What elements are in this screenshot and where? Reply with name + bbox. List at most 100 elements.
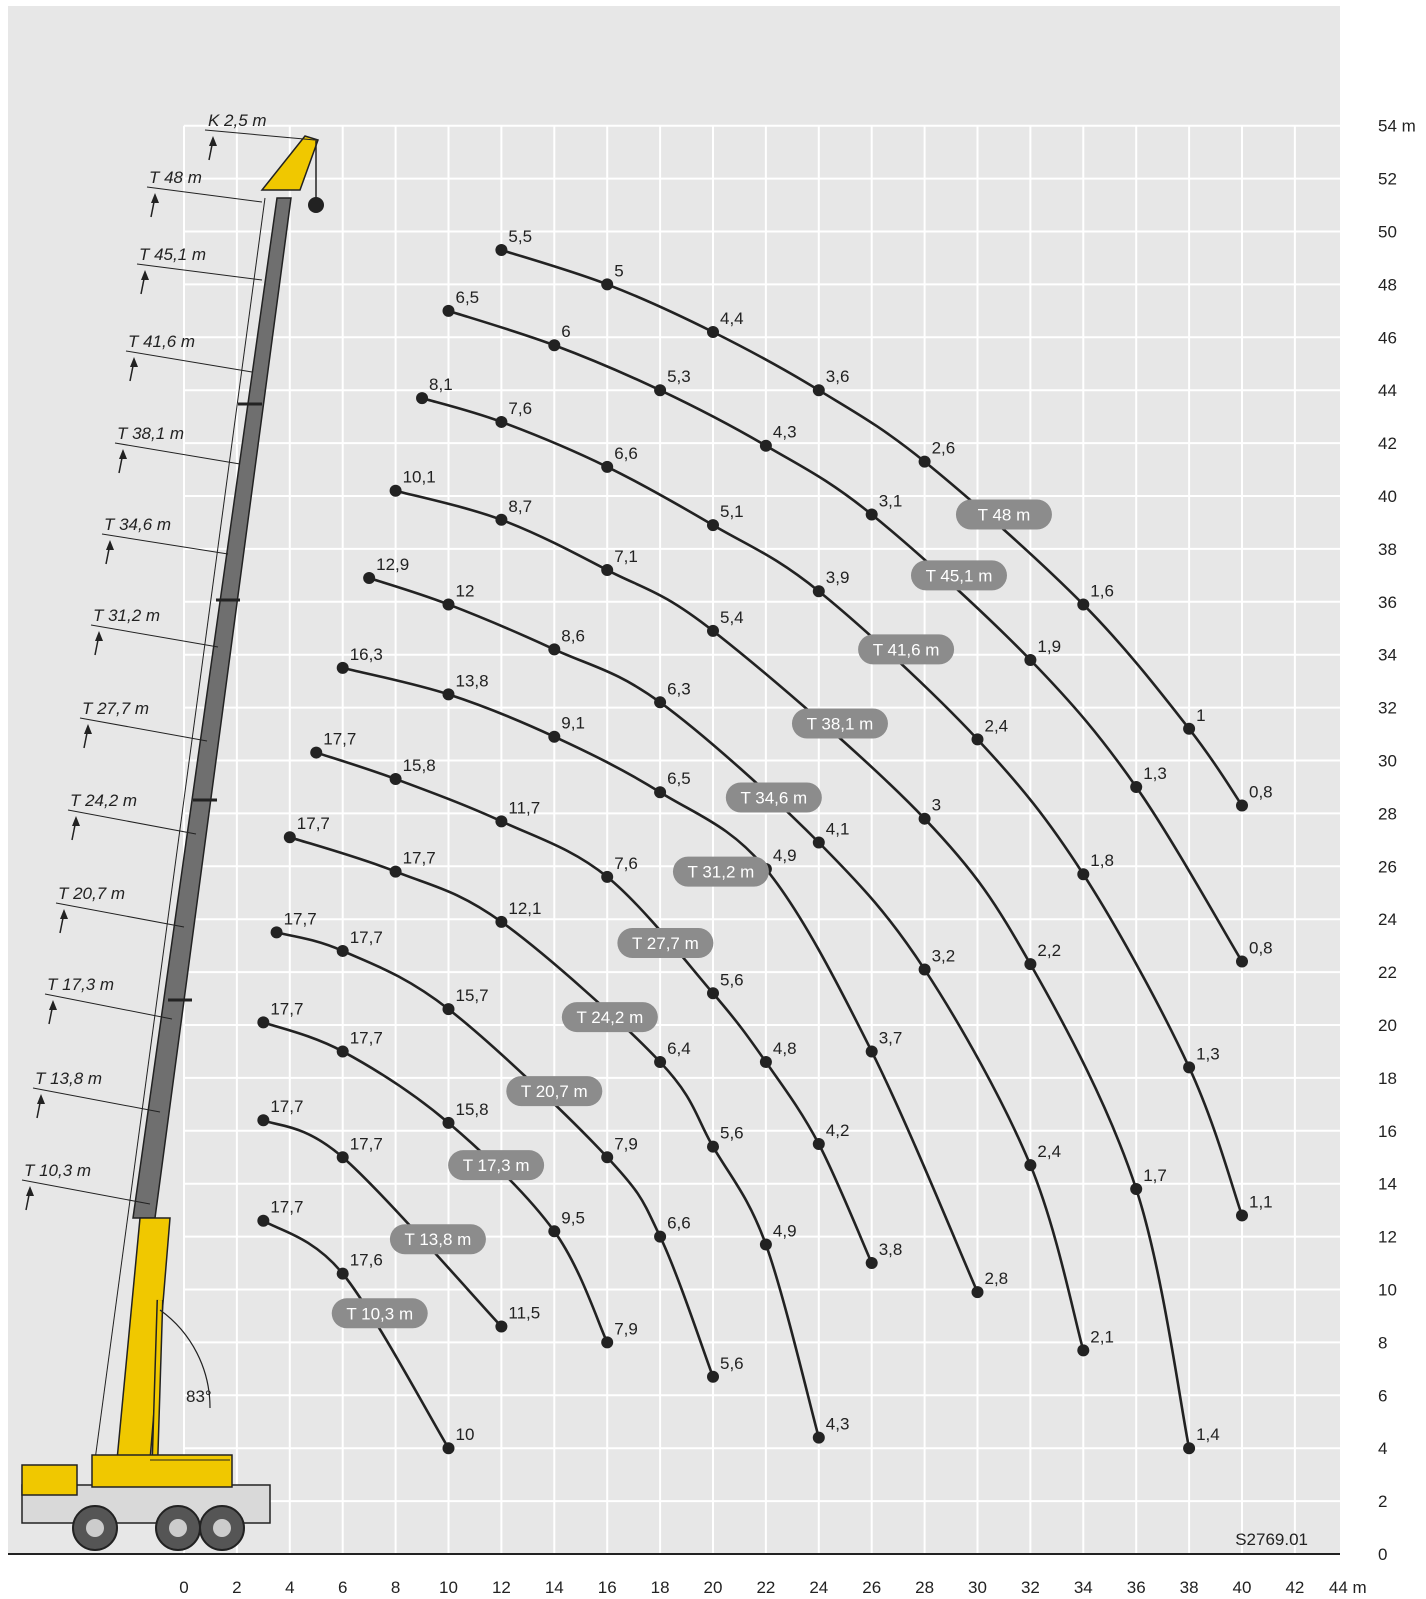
boom-length-label: T 38,1 m (117, 424, 184, 443)
y-tick-label: 18 (1378, 1069, 1397, 1088)
boom-length-label: T 27,7 m (82, 699, 149, 718)
x-tick-label: 40 (1233, 1578, 1252, 1597)
data-label: 1,9 (1037, 637, 1061, 656)
boom-pill-label: T 17,3 m (463, 1156, 530, 1175)
plot-background (8, 6, 1340, 1554)
data-point (707, 519, 719, 532)
x-tick-label: 34 (1074, 1578, 1093, 1597)
data-point (442, 598, 455, 611)
data-point (654, 1230, 667, 1243)
x-tick-label: 10 (439, 1578, 458, 1597)
data-point (601, 1336, 614, 1349)
boom-length-label: T 24,2 m (70, 791, 137, 810)
data-label: 7,1 (614, 547, 638, 566)
wheel-hub (86, 1519, 104, 1537)
data-point (548, 1225, 561, 1238)
data-label: 3,9 (826, 568, 850, 587)
boom-length-leader (90, 624, 219, 648)
boom-length-label: T 41,6 m (128, 332, 195, 351)
x-tick-label: 14 (545, 1578, 564, 1597)
data-point (442, 1116, 455, 1129)
boom-pill (561, 1002, 658, 1033)
data-point (1130, 1182, 1143, 1195)
data-label: 1,1 (1249, 1192, 1273, 1211)
data-label: 17,7 (297, 814, 330, 833)
data-point (257, 1114, 270, 1127)
data-label: 15,7 (456, 986, 489, 1005)
data-label: 13,8 (456, 671, 489, 690)
data-label: 12 (456, 581, 475, 600)
data-point (1024, 1159, 1037, 1172)
x-tick-label: 42 (1285, 1578, 1304, 1597)
data-point (283, 831, 296, 844)
y-tick-label: 8 (1378, 1333, 1387, 1352)
boom-length-leader (21, 1179, 151, 1205)
series-line (342, 666, 979, 1293)
carrier-cab (21, 1464, 78, 1496)
data-label: 4,9 (773, 1222, 797, 1241)
data-label: 17,7 (403, 849, 436, 868)
data-label: 8,1 (429, 375, 453, 394)
data-point (1183, 1061, 1196, 1074)
y-tick-label: 38 (1378, 540, 1397, 559)
chart-code: S2769.01 (1235, 1530, 1308, 1549)
data-point (389, 865, 402, 878)
data-point (336, 1267, 349, 1280)
data-label: 12,9 (376, 555, 409, 574)
data-label: 3,6 (826, 367, 850, 386)
x-tick-label: 26 (862, 1578, 881, 1597)
data-point (812, 384, 825, 397)
data-label: 3 (932, 796, 941, 815)
data-point (1024, 653, 1037, 666)
series-t-13-8-m: 17,717,711,5 (257, 1097, 540, 1333)
data-label: 4,4 (720, 309, 744, 328)
y-tick-label: 32 (1378, 699, 1397, 718)
data-point (654, 384, 667, 397)
data-label: 11,5 (508, 1304, 540, 1323)
data-label: 2,2 (1037, 941, 1061, 960)
x-tick-label: 36 (1127, 1578, 1146, 1597)
data-label: 4,2 (826, 1121, 850, 1140)
data-label: 7,9 (614, 1134, 638, 1153)
boom-length-arrowhead (119, 449, 127, 459)
y-tick-label: 4 (1378, 1439, 1387, 1458)
data-label: 9,5 (561, 1208, 585, 1227)
x-tick-label: 16 (598, 1578, 617, 1597)
y-tick-label: 0 (1378, 1545, 1387, 1564)
data-label: 5,6 (720, 1124, 744, 1143)
x-tick-label: 12 (492, 1578, 511, 1597)
data-label: 0,8 (1249, 939, 1273, 958)
boom-length-arrowhead (60, 909, 68, 919)
series-t-48-m: 5,554,43,62,61,610,8 (495, 227, 1273, 812)
data-label: 6,4 (667, 1039, 691, 1058)
data-label: 5 (614, 261, 623, 280)
data-label: 1,6 (1090, 581, 1114, 600)
data-point (1024, 958, 1037, 971)
data-label: 6,5 (456, 288, 480, 307)
data-label: 1,3 (1143, 764, 1167, 783)
data-point (707, 1370, 719, 1383)
data-label: 5,6 (720, 1354, 744, 1373)
data-point (548, 339, 561, 352)
boom-length-arrowhead (141, 270, 149, 280)
x-tick-label: 6 (338, 1578, 347, 1597)
data-point (971, 733, 984, 746)
series-t-27-7-m: 17,715,811,77,65,64,84,23,8 (310, 730, 902, 1270)
data-label: 2,4 (985, 716, 1009, 735)
data-point (812, 836, 825, 849)
boom-length-leader (32, 1087, 161, 1113)
boom-pill-label: T 31,2 m (688, 863, 755, 882)
data-point (548, 730, 561, 743)
data-label: 17,7 (350, 1134, 383, 1153)
data-point (918, 963, 931, 976)
boom-length-arrowhead (72, 816, 80, 826)
data-label: 17,7 (270, 999, 303, 1018)
boom-pill (448, 1150, 545, 1181)
data-label: 5,6 (720, 970, 744, 989)
data-point (759, 1056, 772, 1069)
data-point (495, 415, 508, 428)
data-point (442, 1442, 455, 1455)
data-point (389, 484, 402, 497)
boom-pill (910, 560, 1007, 591)
y-tick-label: 28 (1378, 804, 1397, 823)
